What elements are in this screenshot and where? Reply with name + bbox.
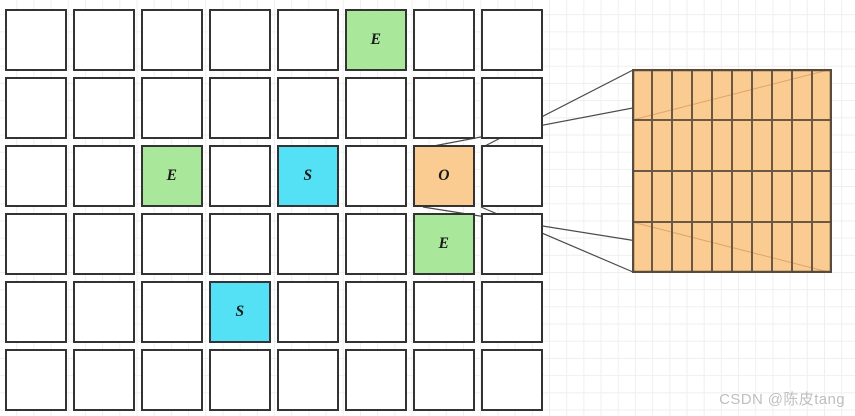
- watermark-text: CSDN @陈皮tang: [719, 391, 845, 408]
- zoom-panel-graphic: [632, 69, 832, 273]
- grid-cell[interactable]: [345, 213, 407, 275]
- grid-cell[interactable]: [209, 213, 271, 275]
- grid-cell[interactable]: [141, 77, 203, 139]
- grid-cell-e[interactable]: E: [141, 145, 203, 207]
- grid-cell[interactable]: [141, 213, 203, 275]
- grid-cell[interactable]: [345, 281, 407, 343]
- grid-cell[interactable]: [277, 213, 339, 275]
- grid-cell[interactable]: [141, 349, 203, 411]
- grid-cell[interactable]: [345, 77, 407, 139]
- grid-cell[interactable]: [345, 349, 407, 411]
- grid-cell[interactable]: [73, 9, 135, 71]
- grid-cell[interactable]: [277, 77, 339, 139]
- grid-cell-s[interactable]: S: [277, 145, 339, 207]
- grid-cell[interactable]: [481, 281, 543, 343]
- zoom-panel: [632, 69, 832, 273]
- zoom-panel-cells: [632, 69, 832, 273]
- grid-cell[interactable]: [277, 281, 339, 343]
- grid-cell[interactable]: [345, 145, 407, 207]
- grid-cell[interactable]: [5, 145, 67, 207]
- grid-cell-o[interactable]: O: [413, 145, 475, 207]
- grid-cell[interactable]: [413, 281, 475, 343]
- grid-cell-e[interactable]: E: [345, 9, 407, 71]
- grid-cell[interactable]: [73, 77, 135, 139]
- grid-cell[interactable]: [481, 145, 543, 207]
- grid-cell[interactable]: [277, 349, 339, 411]
- grid-cell-s[interactable]: S: [209, 281, 271, 343]
- grid-cell[interactable]: [481, 349, 543, 411]
- grid-cell[interactable]: [73, 213, 135, 275]
- grid-cell[interactable]: [141, 9, 203, 71]
- grid-cell[interactable]: [413, 77, 475, 139]
- grid-cell[interactable]: [209, 9, 271, 71]
- grid-cell[interactable]: [413, 9, 475, 71]
- grid-cell[interactable]: [277, 9, 339, 71]
- grid-cell[interactable]: [413, 349, 475, 411]
- grid-cell[interactable]: [5, 281, 67, 343]
- zoom-panel-border: [632, 69, 832, 273]
- grid-cell[interactable]: [481, 77, 543, 139]
- grid-cell[interactable]: [209, 145, 271, 207]
- grid-cell[interactable]: [481, 9, 543, 71]
- grid-cell-e[interactable]: E: [413, 213, 475, 275]
- grid-cell[interactable]: [73, 145, 135, 207]
- grid-cell[interactable]: [5, 9, 67, 71]
- grid-cell[interactable]: [73, 281, 135, 343]
- grid-cell[interactable]: [5, 77, 67, 139]
- grid-cell[interactable]: [5, 349, 67, 411]
- grid-cell[interactable]: [73, 349, 135, 411]
- grid-cell[interactable]: [209, 77, 271, 139]
- grid-cell[interactable]: [481, 213, 543, 275]
- grid-cell[interactable]: [5, 213, 67, 275]
- grid-cell[interactable]: [209, 349, 271, 411]
- grid-cell[interactable]: [141, 281, 203, 343]
